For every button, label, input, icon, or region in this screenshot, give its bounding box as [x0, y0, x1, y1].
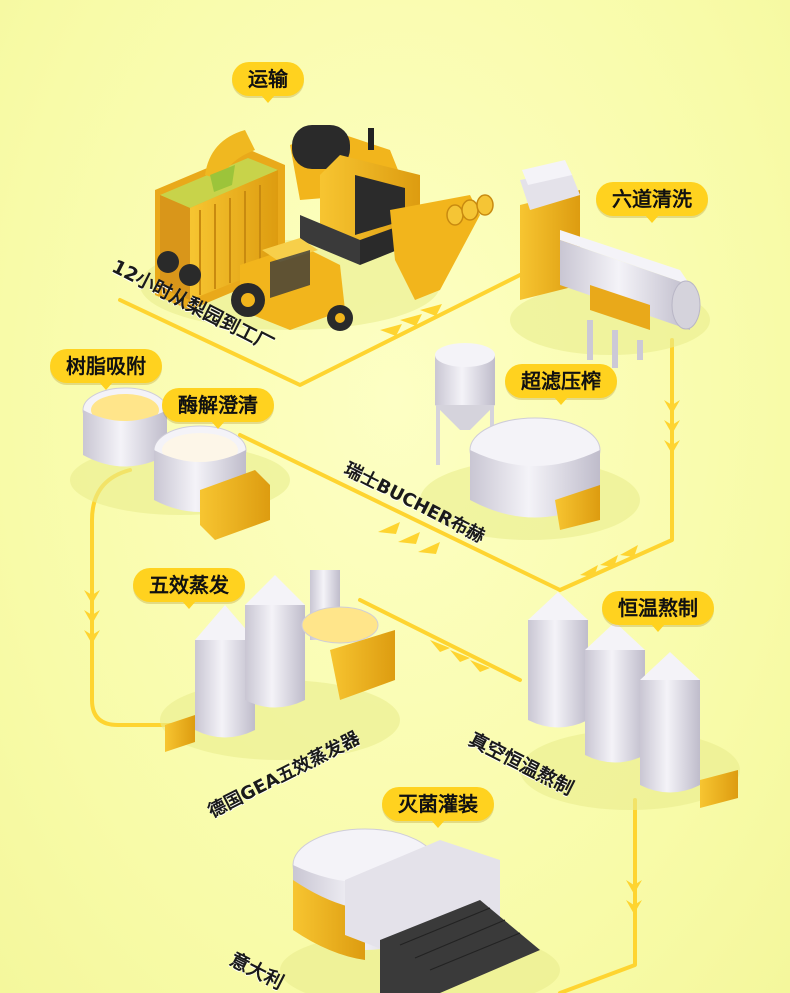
step-press: 超滤压榨 [505, 364, 617, 405]
press-tanks [420, 343, 640, 540]
step-resin: 树脂吸附 [50, 349, 162, 390]
step-transport: 运输 [232, 62, 304, 103]
filling-line [280, 828, 560, 993]
washing-machine [510, 160, 710, 368]
step-wash: 六道清洗 [596, 182, 708, 223]
harvester-truck [140, 125, 494, 331]
step-evaporate: 五效蒸发 [133, 568, 245, 609]
step-enzyme: 酶解澄清 [162, 388, 274, 429]
boiling-tanks [520, 592, 740, 810]
step-sterile: 灭菌灌装 [382, 787, 494, 828]
step-boil: 恒温熬制 [602, 591, 714, 632]
enzyme-tanks [70, 387, 290, 540]
evaporator [160, 570, 400, 760]
flow-arrows [84, 304, 680, 914]
